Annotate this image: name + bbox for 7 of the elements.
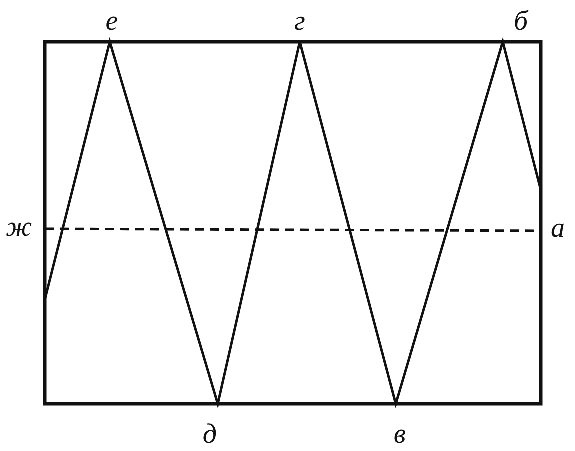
- point-label: б: [514, 8, 528, 36]
- point-label: г: [294, 8, 306, 36]
- point-label: ж: [6, 214, 32, 242]
- point-label: д: [202, 421, 218, 449]
- point-label: в: [394, 421, 406, 449]
- point-label: е: [106, 8, 118, 36]
- point-label: а: [551, 215, 565, 243]
